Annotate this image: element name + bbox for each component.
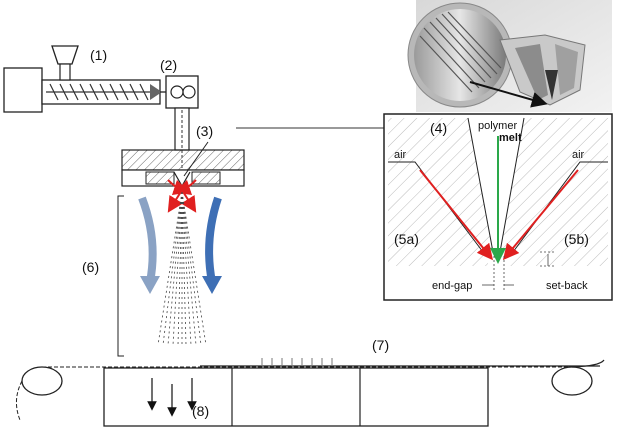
nozzle-air-arrows <box>167 179 197 213</box>
die-photo <box>407 0 612 112</box>
label-fiber-stream: (6) <box>82 259 99 275</box>
stream-bracket <box>117 195 124 357</box>
label-suction: (8) <box>192 403 209 419</box>
label-air-right: (5b) <box>564 231 589 247</box>
text-air-left: air <box>394 149 407 161</box>
label-pump: (2) <box>160 57 177 73</box>
die-block <box>121 149 245 188</box>
text-air-right: air <box>572 149 585 161</box>
text-end-gap: end-gap <box>432 280 472 292</box>
screw-icon <box>46 83 150 101</box>
text-melt: melt <box>499 132 522 144</box>
gear-pump-icon <box>165 75 199 109</box>
label-die: (3) <box>196 123 213 139</box>
fiber-stream <box>157 191 207 346</box>
label-detail: (4) <box>430 120 447 136</box>
air-stream-right <box>202 196 222 294</box>
air-stream-left <box>138 196 160 294</box>
collector-belt <box>16 358 605 421</box>
label-belt: (7) <box>372 337 389 353</box>
label-air-left: (5a) <box>394 231 419 247</box>
die-leader-line <box>183 141 209 177</box>
detail-inset <box>383 113 613 301</box>
text-set-back: set-back <box>546 280 588 292</box>
label-extruder: (1) <box>90 47 107 63</box>
extruder <box>3 45 166 113</box>
suction-box <box>103 367 489 427</box>
text-polymer: polymer <box>478 120 517 132</box>
